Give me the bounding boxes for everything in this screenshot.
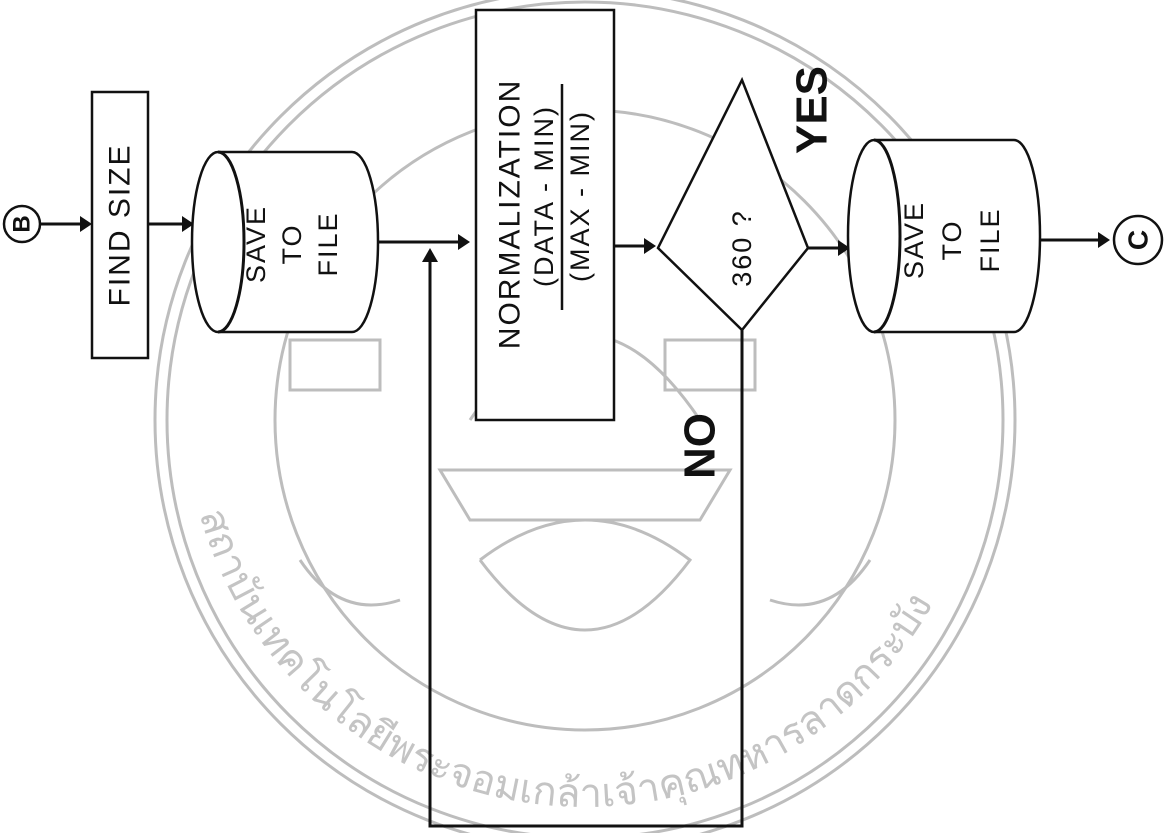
normalization-title: NORMALIZATION [494, 79, 527, 349]
normalization-denominator: (MAX - MIN) [565, 110, 595, 282]
start-connector: B [4, 206, 40, 242]
normalization-numerator: (DATA - MIN) [529, 105, 559, 287]
storage-1-line-3: FILE [313, 211, 343, 276]
save-to-file-storage-2: SAVE TO FILE [848, 140, 1040, 332]
storage-2-line-2: TO [937, 219, 967, 260]
find-size-label: FIND SIZE [104, 143, 137, 306]
start-connector-label: B [9, 215, 36, 232]
decision-label: 360 ? [727, 209, 757, 287]
save-to-file-storage-1: SAVE TO FILE [192, 152, 378, 332]
storage-1-line-1: SAVE [241, 205, 271, 283]
no-branch-label: NO [676, 413, 725, 479]
decision-diamond: 360 ? [658, 80, 808, 330]
end-connector: C [1114, 216, 1162, 264]
yes-branch-label: YES [788, 66, 837, 154]
storage-1-line-2: TO [277, 223, 307, 264]
storage-2-line-1: SAVE [899, 201, 929, 279]
normalization-box: NORMALIZATION (DATA - MIN) (MAX - MIN) [476, 10, 614, 420]
storage-2-line-3: FILE [975, 207, 1005, 272]
end-connector-label: C [1123, 230, 1154, 250]
find-size-box: FIND SIZE [92, 92, 148, 358]
